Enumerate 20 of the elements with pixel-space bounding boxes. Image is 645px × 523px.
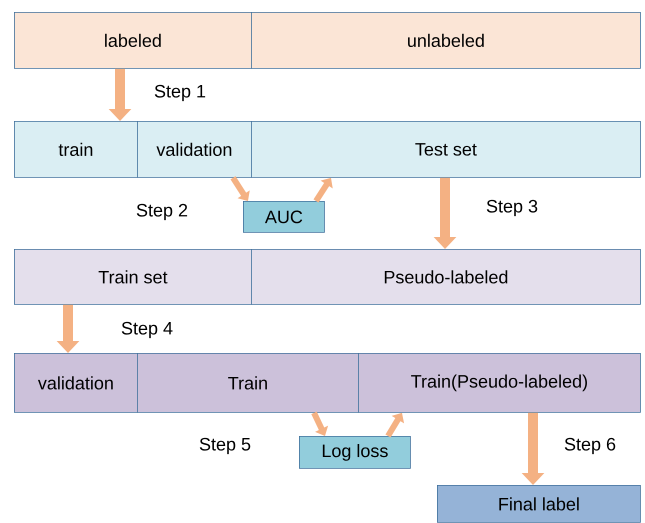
data-cell: labeled <box>14 12 252 69</box>
arrow <box>311 412 328 436</box>
edge-label: Step 4 <box>120 320 174 340</box>
edge-label: Step 1 <box>152 84 208 102</box>
data-cell: train <box>14 121 138 178</box>
data-cell: validation <box>14 353 138 413</box>
data-cell: Train <box>137 353 359 413</box>
arrow <box>230 176 250 201</box>
metric-box: Log loss <box>299 436 411 469</box>
data-cell: unlabeled <box>251 12 641 69</box>
metric-box: AUC <box>243 201 325 233</box>
edge-label: Step 5 <box>198 436 252 456</box>
edge-label: Step 3 <box>484 198 540 218</box>
edge-label: Step 2 <box>134 202 190 222</box>
data-cell: Train set <box>14 249 252 305</box>
data-cell: Train(Pseudo-labeled) <box>358 353 641 413</box>
data-cell: Pseudo-labeled <box>251 249 641 305</box>
edge-label: Step 6 <box>562 436 618 456</box>
data-cell: validation <box>137 121 252 178</box>
result-box: Final label <box>437 485 641 523</box>
